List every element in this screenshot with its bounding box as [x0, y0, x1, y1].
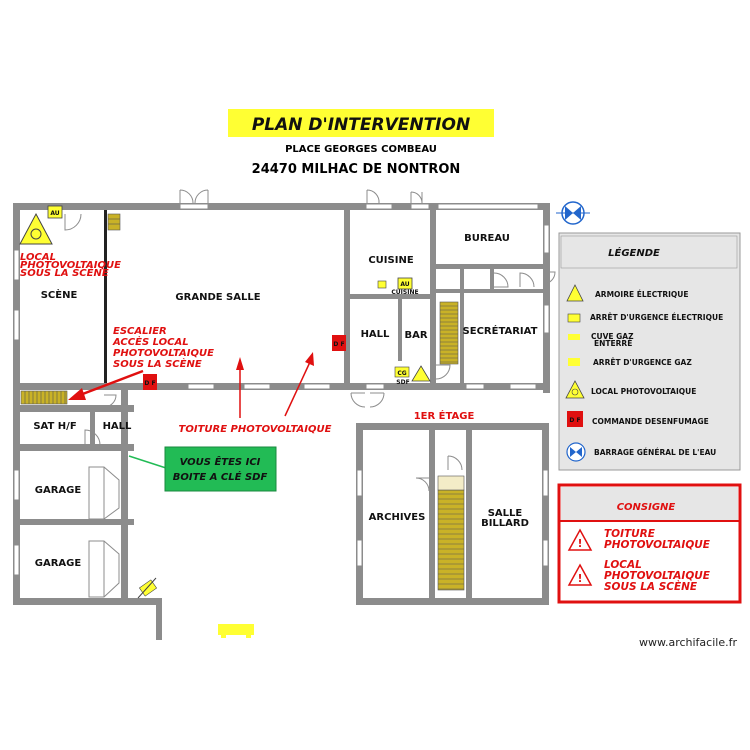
page-title: PLAN D'INTERVENTION: [252, 115, 470, 135]
legend-item-electrical-cabinet: ARMOIRE ÉLECTRIQUE: [566, 284, 689, 302]
room-label-hall-top: HALL: [361, 329, 390, 340]
title-banner: [228, 109, 494, 137]
svg-text:PHOTOVOLTAIQUE: PHOTOVOLTAIQUE: [20, 260, 121, 271]
legend-item-electrical-stop: ARRÊT D'URGENCE ÉLECTRIQUE: [567, 313, 723, 323]
toiture-annotation: TOITURE PHOTOVOLTAIQUE: [179, 424, 332, 435]
stair-scene-access: [20, 390, 68, 405]
svg-text:CUISINE: CUISINE: [391, 289, 418, 296]
legend-item-water-valve: BARRAGE GÉNÉRAL DE L'EAU: [566, 442, 716, 462]
smoke-control-hall: D F: [143, 374, 157, 390]
room-label-salle-billard-2: BILLARD: [481, 518, 529, 529]
stairs: [20, 213, 465, 591]
svg-text:ACCÈS LOCAL: ACCÈS LOCAL: [112, 334, 189, 348]
garage-doors: [88, 466, 120, 598]
svg-text:COMMANDE DESENFUMAGE: COMMANDE DESENFUMAGE: [592, 417, 709, 426]
electrical-stop-cuisine: AU CUISINE: [377, 277, 419, 296]
svg-text:CG: CG: [397, 370, 406, 377]
svg-text:!: !: [578, 573, 583, 585]
svg-text:ENTERRÉ: ENTERRÉ: [594, 339, 632, 348]
svg-text:SOUS LA SCÈNE: SOUS LA SCÈNE: [604, 579, 698, 593]
room-labels: SCÈNE GRANDE SALLE CUISINE BUREAU HALL B…: [33, 233, 537, 569]
svg-text:SOUS LA SCÈNE: SOUS LA SCÈNE: [20, 265, 109, 279]
svg-text:TOITURE: TOITURE: [604, 528, 656, 540]
svg-text:LOCAL: LOCAL: [604, 559, 642, 571]
svg-text:LOCAL: LOCAL: [20, 252, 56, 263]
first-floor-doors: [415, 455, 463, 492]
local-pv-annotation: LOCAL PHOTOVOLTAIQUE SOUS LA SCÈNE: [20, 252, 121, 279]
room-label-bureau: BUREAU: [464, 233, 510, 244]
svg-text:SOUS LA SCÈNE: SOUS LA SCÈNE: [113, 356, 202, 370]
first-floor-walls: [356, 423, 549, 605]
you-are-here-box: VOUS ÊTES ICI BOITE A CLÉ SDF: [128, 446, 277, 492]
svg-text:SDF: SDF: [396, 379, 409, 386]
svg-text:ARMOIRE ÉLECTRIQUE: ARMOIRE ÉLECTRIQUE: [595, 290, 689, 299]
arrows: [68, 352, 314, 418]
svg-text:ARRÊT D'URGENCE GAZ: ARRÊT D'URGENCE GAZ: [593, 358, 692, 367]
svg-text:D F: D F: [569, 417, 580, 424]
stair-bar: [439, 301, 459, 365]
legend-panel: LÉGENDE ARMOIRE ÉLECTRIQUE ARRÊT D'URGEN…: [558, 232, 741, 471]
legend-title: LÉGENDE: [608, 246, 660, 259]
room-label-secretariat: SECRÉTARIAT: [463, 324, 538, 337]
stair-first-floor: [437, 475, 465, 591]
svg-text:AU: AU: [50, 210, 59, 217]
svg-text:PHOTOVOLTAIQUE: PHOTOVOLTAIQUE: [604, 539, 711, 551]
svg-text:AU: AU: [400, 281, 409, 288]
buried-gas-tank-outside: [218, 624, 254, 638]
room-label-sat: SAT H/F: [33, 421, 76, 432]
room-label-bar: BAR: [404, 330, 427, 341]
room-label-grande-salle: GRANDE SALLE: [175, 292, 260, 303]
door-swings: [64, 189, 556, 446]
windows: [13, 203, 550, 576]
legend-item-gas-tank: CUVE GAZ ENTERRÉ: [568, 332, 634, 348]
room-label-garage-2: GARAGE: [35, 558, 82, 569]
consigne-title: CONSIGNE: [617, 502, 676, 513]
smoke-control-grande-salle: D F: [332, 335, 346, 351]
svg-text:PHOTOVOLTAIQUE: PHOTOVOLTAIQUE: [604, 570, 711, 582]
first-floor-label: 1ER ÉTAGE: [414, 409, 475, 422]
stair-grande-salle: [107, 213, 121, 231]
svg-text:!: !: [578, 538, 583, 550]
electrical-cabinet-scene: AU: [19, 205, 63, 245]
svg-text:BARRAGE GÉNÉRAL DE L'EAU: BARRAGE GÉNÉRAL DE L'EAU: [594, 448, 716, 457]
consigne-item-toiture: ! TOITURE PHOTOVOLTAIQUE: [567, 528, 711, 551]
svg-text:ARRÊT D'URGENCE ÉLECTRIQUE: ARRÊT D'URGENCE ÉLECTRIQUE: [590, 313, 723, 322]
escalier-annotation: ESCALIER ACCÈS LOCAL PHOTOVOLTAIQUE SOUS…: [112, 326, 214, 370]
address-line-1: PLACE GEORGES COMBEAU: [285, 144, 437, 155]
address-line-2: 24470 MILHAC DE NONTRON: [252, 162, 461, 177]
room-label-garage-1: GARAGE: [35, 485, 82, 496]
room-label-hall-bottom: HALL: [103, 421, 132, 432]
first-floor-windows: [356, 469, 549, 567]
room-label-salle-billard-1: SALLE: [488, 508, 523, 519]
gas-emergency-stop-outside: [137, 577, 158, 599]
svg-text:D F: D F: [333, 341, 344, 348]
svg-text:LOCAL PHOTOVOLTAIQUE: LOCAL PHOTOVOLTAIQUE: [591, 387, 696, 396]
gas-tank-bar: CG SDF: [394, 365, 431, 386]
legend-item-gas-stop: ARRÊT D'URGENCE GAZ: [568, 358, 692, 367]
svg-text:D F: D F: [144, 380, 155, 387]
footer-watermark: www.archifacile.fr: [639, 636, 737, 649]
building-walls: [13, 203, 550, 640]
svg-text:BOITE A CLÉ SDF: BOITE A CLÉ SDF: [173, 470, 268, 483]
svg-text:CUVE GAZ: CUVE GAZ: [591, 332, 634, 341]
legend-item-pv-room: LOCAL PHOTOVOLTAIQUE: [565, 380, 696, 399]
room-label-archives: ARCHIVES: [369, 512, 426, 523]
svg-text:PHOTOVOLTAIQUE: PHOTOVOLTAIQUE: [113, 348, 214, 359]
consigne-item-local-pv: ! LOCAL PHOTOVOLTAIQUE SOUS LA SCÈNE: [567, 559, 711, 593]
consigne-panel: CONSIGNE ! TOITURE PHOTOVOLTAIQUE ! LOCA…: [557, 483, 742, 604]
legend-item-smoke-control: D F COMMANDE DESENFUMAGE: [567, 411, 709, 427]
svg-text:ESCALIER: ESCALIER: [113, 326, 167, 337]
room-label-scene: SCÈNE: [41, 288, 78, 301]
room-label-cuisine: CUISINE: [368, 255, 413, 266]
water-main-valve-top: [556, 201, 590, 225]
svg-text:VOUS ÊTES ICI: VOUS ÊTES ICI: [180, 454, 261, 468]
